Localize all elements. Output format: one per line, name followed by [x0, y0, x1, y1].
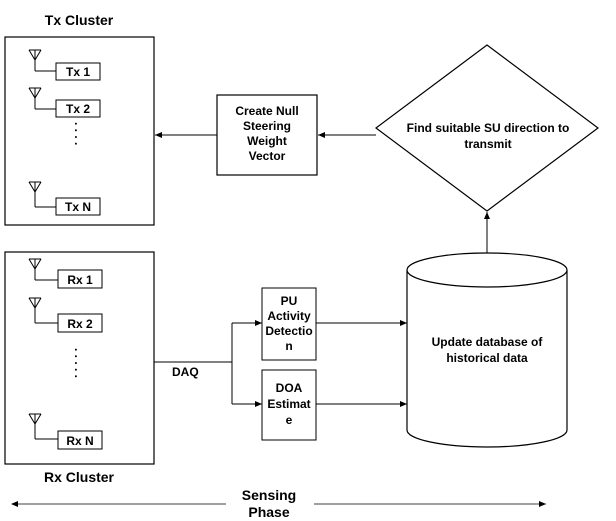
rx-2-box	[57, 313, 103, 333]
doa-box-line-1: DOA	[276, 381, 303, 395]
tx-1-box	[55, 62, 101, 81]
daq-connector	[154, 320, 262, 407]
rx-cluster-title: Rx Cluster	[44, 469, 115, 485]
daq-label: DAQ	[172, 365, 199, 379]
rx-n-antenna-icon	[28, 413, 58, 440]
tx-2-label: Tx 2	[66, 102, 90, 116]
tx-2-box	[55, 99, 101, 118]
null-steering-line-2: Steering	[243, 119, 291, 133]
sensing-phase-line-1: Sensing	[242, 487, 296, 503]
doa-box-line-3: e	[286, 413, 293, 427]
null-steering-box	[216, 94, 318, 176]
pu-box-line-4: n	[285, 339, 292, 353]
doa-estimate-box	[261, 369, 317, 441]
rx-ellipsis: . . . . .	[72, 348, 86, 378]
tx-n-label: Tx N	[65, 200, 91, 214]
rx-2-antenna-icon	[28, 297, 58, 324]
sensing-phase-line-2: Phase	[248, 504, 289, 520]
tx-ellipsis: . . . .	[72, 122, 86, 145]
tx-2-antenna-icon	[28, 87, 56, 110]
tx-n-antenna-icon	[28, 181, 56, 208]
decision-line-1: Find suitable SU direction to	[407, 121, 570, 135]
rx-1-box	[57, 269, 103, 289]
database-cylinder	[406, 252, 568, 448]
decision-diamond	[374, 44, 600, 212]
rx-1-antenna-icon	[28, 258, 58, 281]
rx-n-box	[57, 430, 103, 450]
pu-box-line-1: PU	[281, 294, 298, 308]
pu-box-line-2: Activity	[267, 309, 311, 323]
tx-1-label: Tx 1	[66, 65, 90, 79]
database-line-2: historical data	[446, 351, 528, 365]
null-steering-line-4: Vector	[249, 149, 286, 163]
rx-n-label: Rx N	[66, 434, 93, 448]
decision-line-2: transmit	[464, 137, 511, 151]
database-line-1: Update database of	[432, 335, 544, 349]
rx-2-label: Rx 2	[67, 317, 93, 331]
null-steering-line-3: Weight	[247, 134, 287, 148]
null-steering-line-1: Create Null	[235, 104, 298, 118]
pu-box-line-3: Detectio	[265, 324, 312, 338]
doa-box-line-2: Estimat	[267, 397, 310, 411]
tx-n-box	[55, 197, 101, 216]
tx-cluster-title: Tx Cluster	[45, 12, 114, 28]
rx-1-label: Rx 1	[67, 273, 93, 287]
pu-activity-detection-box	[261, 287, 317, 361]
sensing-phase-label-bg	[226, 486, 314, 520]
tx-1-antenna-icon	[28, 49, 56, 72]
